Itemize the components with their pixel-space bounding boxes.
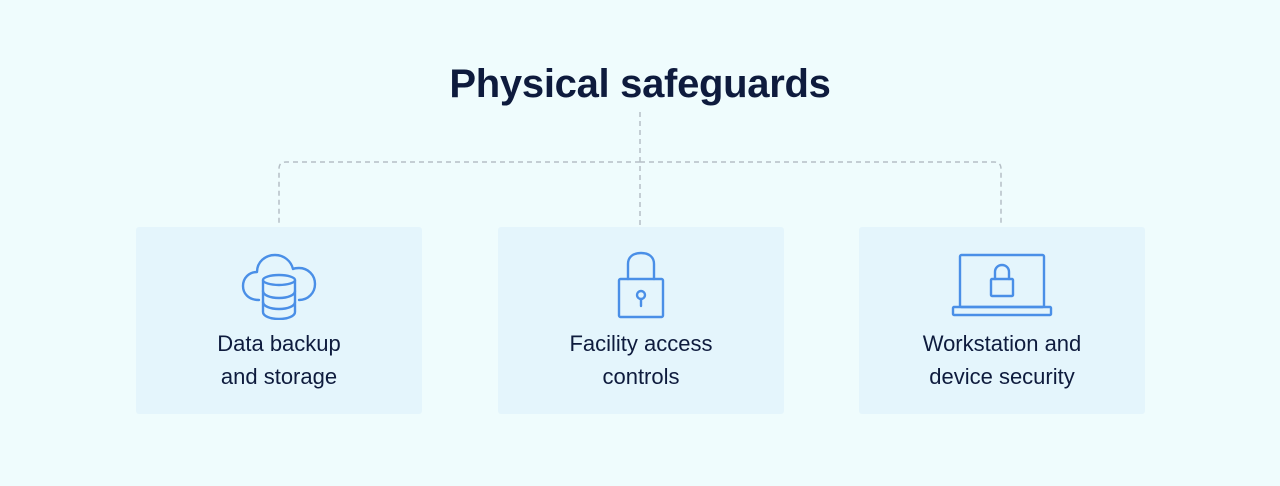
card-label-line: Facility access: [569, 331, 713, 356]
cloud-database-icon: [136, 245, 422, 325]
card-workstation-security: Workstation and device security: [859, 227, 1145, 414]
card-data-backup: Data backup and storage: [136, 227, 422, 414]
laptop-lock-icon: [859, 245, 1145, 325]
connector-right-branch: [640, 161, 1002, 226]
padlock-icon: [498, 245, 784, 325]
card-label-line: Data backup: [217, 331, 341, 356]
card-label-line: Workstation and: [922, 331, 1082, 356]
card-facility-access: Facility access controls: [498, 227, 784, 414]
card-label-line: controls: [602, 364, 680, 389]
connector-left-branch: [278, 161, 640, 226]
card-label: Facility access controls: [498, 327, 784, 393]
card-label-line: and storage: [220, 364, 338, 389]
diagram-title: Physical safeguards: [449, 62, 831, 106]
card-label-line: device security: [929, 364, 1075, 389]
card-label: Workstation and device security: [859, 327, 1145, 393]
card-label: Data backup and storage: [136, 327, 422, 393]
